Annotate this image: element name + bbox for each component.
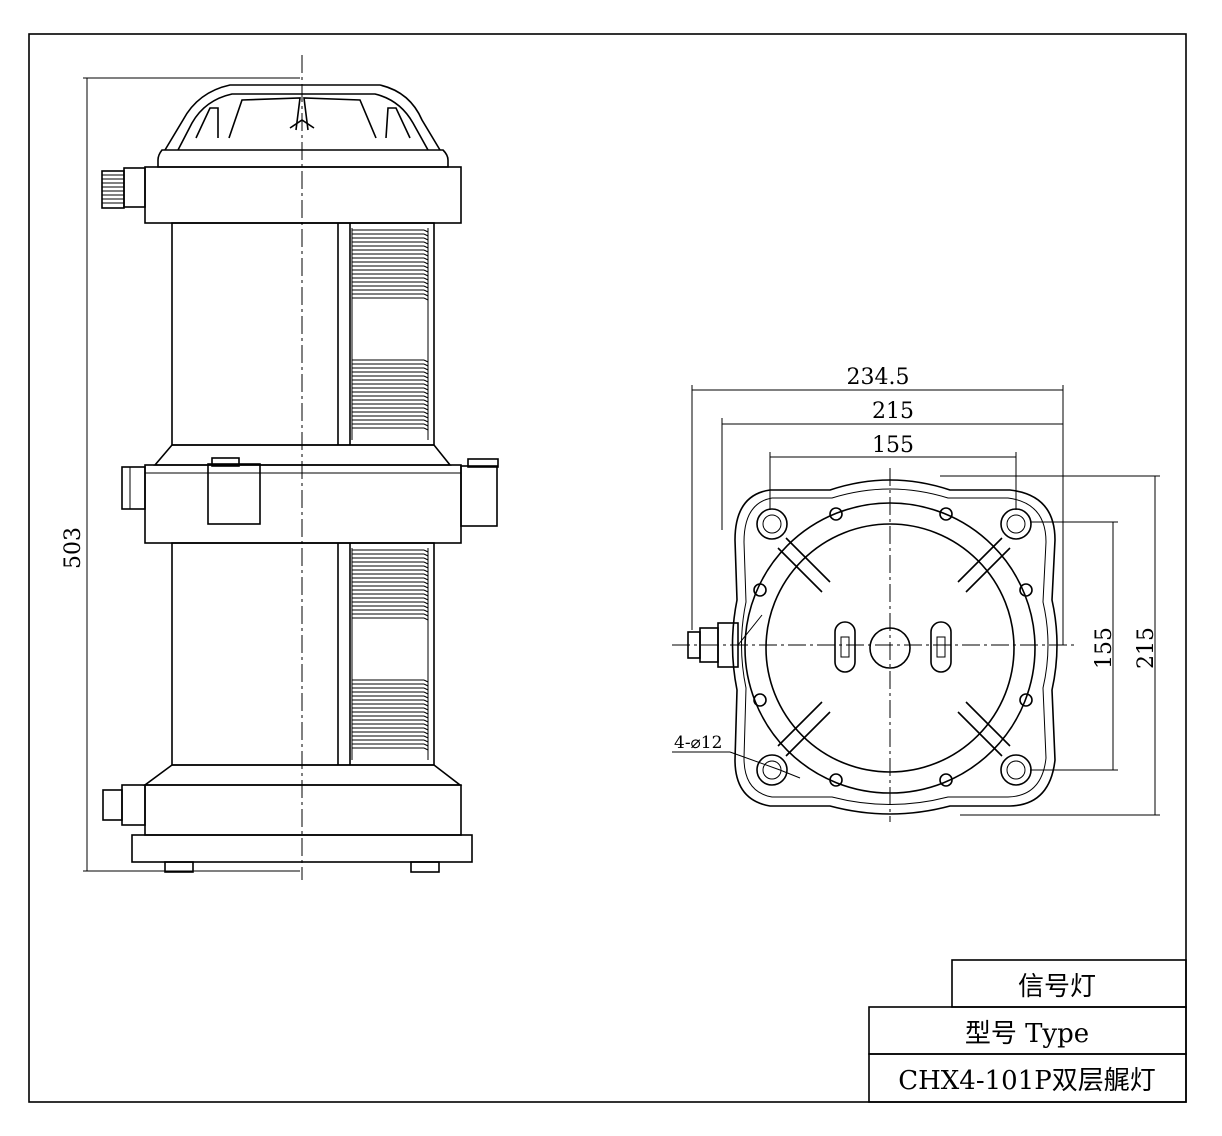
drawing-frame (28, 33, 1187, 1103)
dim-overall-width: 234.5 (847, 365, 910, 390)
top-cap (157, 149, 449, 168)
base-foot-right (410, 861, 440, 873)
middle-left-fitting (121, 466, 146, 510)
screws (753, 507, 1033, 787)
dim-hole-width: 155 (872, 433, 914, 458)
base-housing (144, 784, 462, 836)
middle-left-box (207, 463, 261, 525)
base-plate (131, 834, 473, 863)
title-model: CHX4-101P双层艉灯 (898, 1066, 1156, 1096)
mounting-holes (756, 508, 1032, 786)
slot-right (930, 621, 952, 673)
height-dimension-label: 503 (61, 527, 86, 569)
upper-fresnel-ribs (351, 228, 429, 440)
top-guard-inner (177, 93, 429, 151)
title-type-label: 型号 Type (965, 1019, 1089, 1049)
vertical-dimensions (940, 475, 1160, 816)
base-foot-left (164, 861, 194, 873)
plan-view: 234.5 215 155 155 215 4-⌀12 (672, 365, 1160, 822)
diagonal-ribs (777, 537, 1011, 757)
dim-body-height: 215 (1134, 627, 1159, 669)
horizontal-dimensions (691, 385, 1064, 645)
hole-note: 4-⌀12 (674, 733, 722, 753)
top-knob (101, 170, 125, 209)
middle-right-knob (467, 458, 499, 468)
dim-body-width: 215 (872, 399, 914, 424)
side-view: 503 (61, 55, 499, 880)
slot-left (834, 621, 856, 673)
middle-collar (144, 464, 462, 544)
title-name: 信号灯 (1018, 972, 1096, 1002)
base-fitting (121, 784, 146, 826)
lower-fresnel-ribs (351, 548, 429, 760)
middle-right-fitting (460, 465, 498, 527)
dim-hole-height: 155 (1092, 627, 1117, 669)
top-guard-outer (164, 84, 441, 151)
plan-inner-circle (765, 523, 1015, 773)
title-block: 信号灯 型号 Type CHX4-101P双层艉灯 (868, 959, 1187, 1103)
plan-center-hole (869, 627, 911, 669)
plan-outer-housing (731, 479, 1058, 815)
top-housing (144, 166, 462, 224)
middle-left-knob (211, 457, 240, 467)
plan-main-circle (744, 502, 1036, 794)
